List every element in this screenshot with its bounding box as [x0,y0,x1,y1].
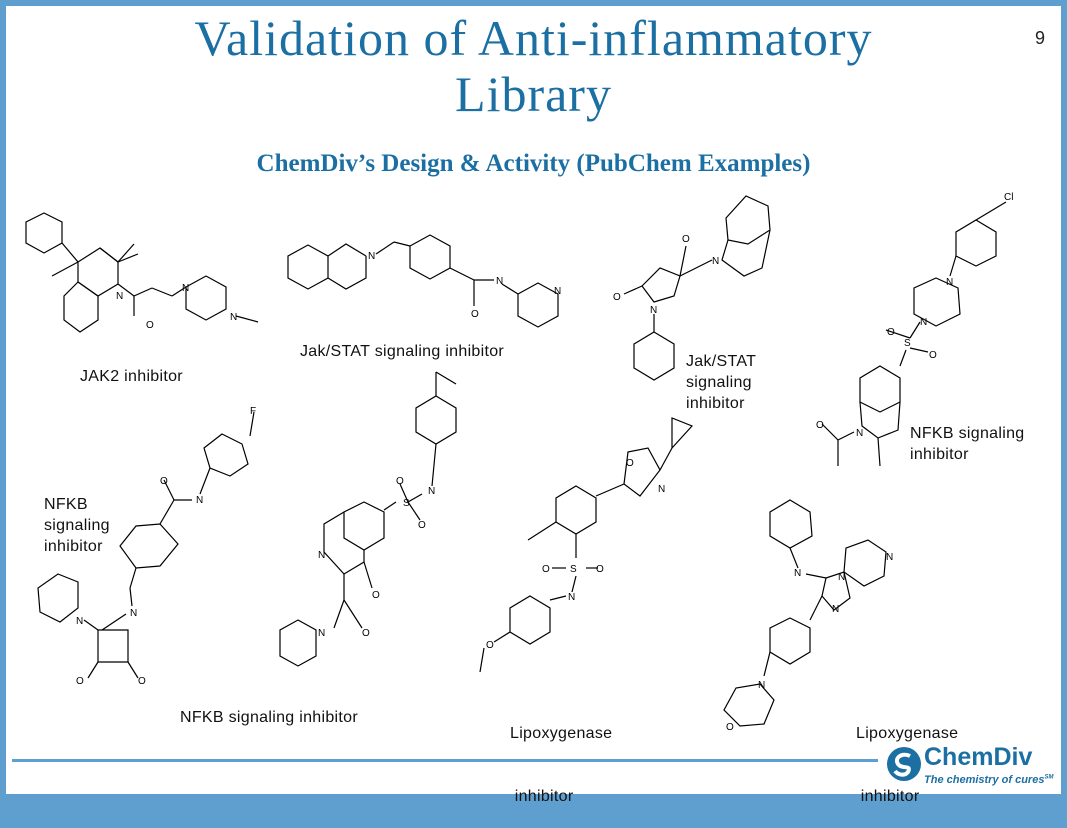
atom-label: O [682,234,690,245]
structure-nfkb-inhibitor-2 [37,411,255,679]
structure-jakstat-inhibitor-2 [623,195,771,381]
atom-label: N [920,317,927,328]
atom-label: S [403,498,410,509]
title-line-1: Validation of Anti-inflammatory [194,10,873,66]
atom-label: N [318,550,325,561]
atom-label: N [428,486,435,497]
atom-label: N [658,484,665,495]
structure-nfkb-inhibitor-1 [821,201,1007,467]
structure-nfkb-inhibitor-3 [279,371,457,667]
atom-label: N [856,428,863,439]
structure-jakstat-inhibitor-1 [287,234,559,328]
atom-label: Cl [1004,192,1013,203]
atom-label: N [130,608,137,619]
atom-label: O [887,327,895,338]
compound-label: JAK2 inhibitor [80,368,183,385]
chemdiv-logo: ChemDiv The chemistry of curesSM [884,740,1054,790]
atom-label: N [946,277,953,288]
atom-label: N [496,276,503,287]
atom-label: O [160,476,168,487]
atom-label: N [182,283,189,294]
atom-label: O [816,420,824,431]
atom-label: N [196,495,203,506]
atom-label: N [230,312,237,323]
logo-name: ChemDiv [924,743,1033,771]
atom-label: O [626,458,634,469]
slide-subtitle: ChemDiv’s Design & Activity (PubChem Exa… [256,150,811,177]
atom-label: N [838,572,845,583]
atom-label: O [76,676,84,687]
compound-label: NFKB signaling inhibitor [180,709,358,726]
atom-label: N [568,592,575,603]
structure-lipoxygenase-inhibitor-2 [723,499,887,727]
atom-label: N [758,680,765,691]
logo-tagline: The chemistry of curesSM [924,774,1054,786]
title-line-2: Library [455,66,612,122]
chemdiv-logo-icon [887,747,921,781]
atom-label: N [794,568,801,579]
atom-label: O [929,350,937,361]
atom-label: O [542,564,550,575]
footer-divider [12,759,878,762]
atom-label: N [886,552,893,563]
compound-label: NFKB signaling inhibitor [44,496,110,555]
atom-label: O [596,564,604,575]
atom-label: F [250,406,256,417]
atom-label: N [554,286,561,297]
compound-label: Jak/STAT signaling inhibitor [300,343,505,360]
atom-label: O [138,676,146,687]
atom-label: O [372,590,380,601]
atom-label: N [318,628,325,639]
atom-label: O [471,309,479,320]
slide-title: Validation of Anti-inflammatory Library [6,10,1061,122]
atom-label: O [362,628,370,639]
atom-label: O [613,292,621,303]
atom-label: N [76,616,83,627]
atom-label: O [146,320,154,331]
compound-label: Jak/STAT signaling inhibitor [686,353,757,412]
compound-label: Lipoxygenase inhibitor [510,725,613,805]
slide: Validation of Anti-inflammatory Library … [6,6,1061,794]
atom-label: N [832,604,839,615]
atom-label: N [368,251,375,262]
structure-lipoxygenase-inhibitor-1 [479,417,694,673]
atom-label: S [570,564,577,575]
chemical-structures: N O N N N N O N O N O N Cl N N O S O N O… [25,192,1013,733]
atom-label: N [116,291,123,302]
structure-jak2-inhibitor [25,212,259,333]
atom-label: N [712,256,719,267]
atom-label: S [904,338,911,349]
atom-label: O [418,520,426,531]
atom-label: O [396,476,404,487]
atom-label: O [486,640,494,651]
atom-label: O [726,722,734,733]
page-number: 9 [1035,28,1046,48]
atom-label: N [650,305,657,316]
compound-label: NFKB signaling inhibitor [910,425,1025,463]
